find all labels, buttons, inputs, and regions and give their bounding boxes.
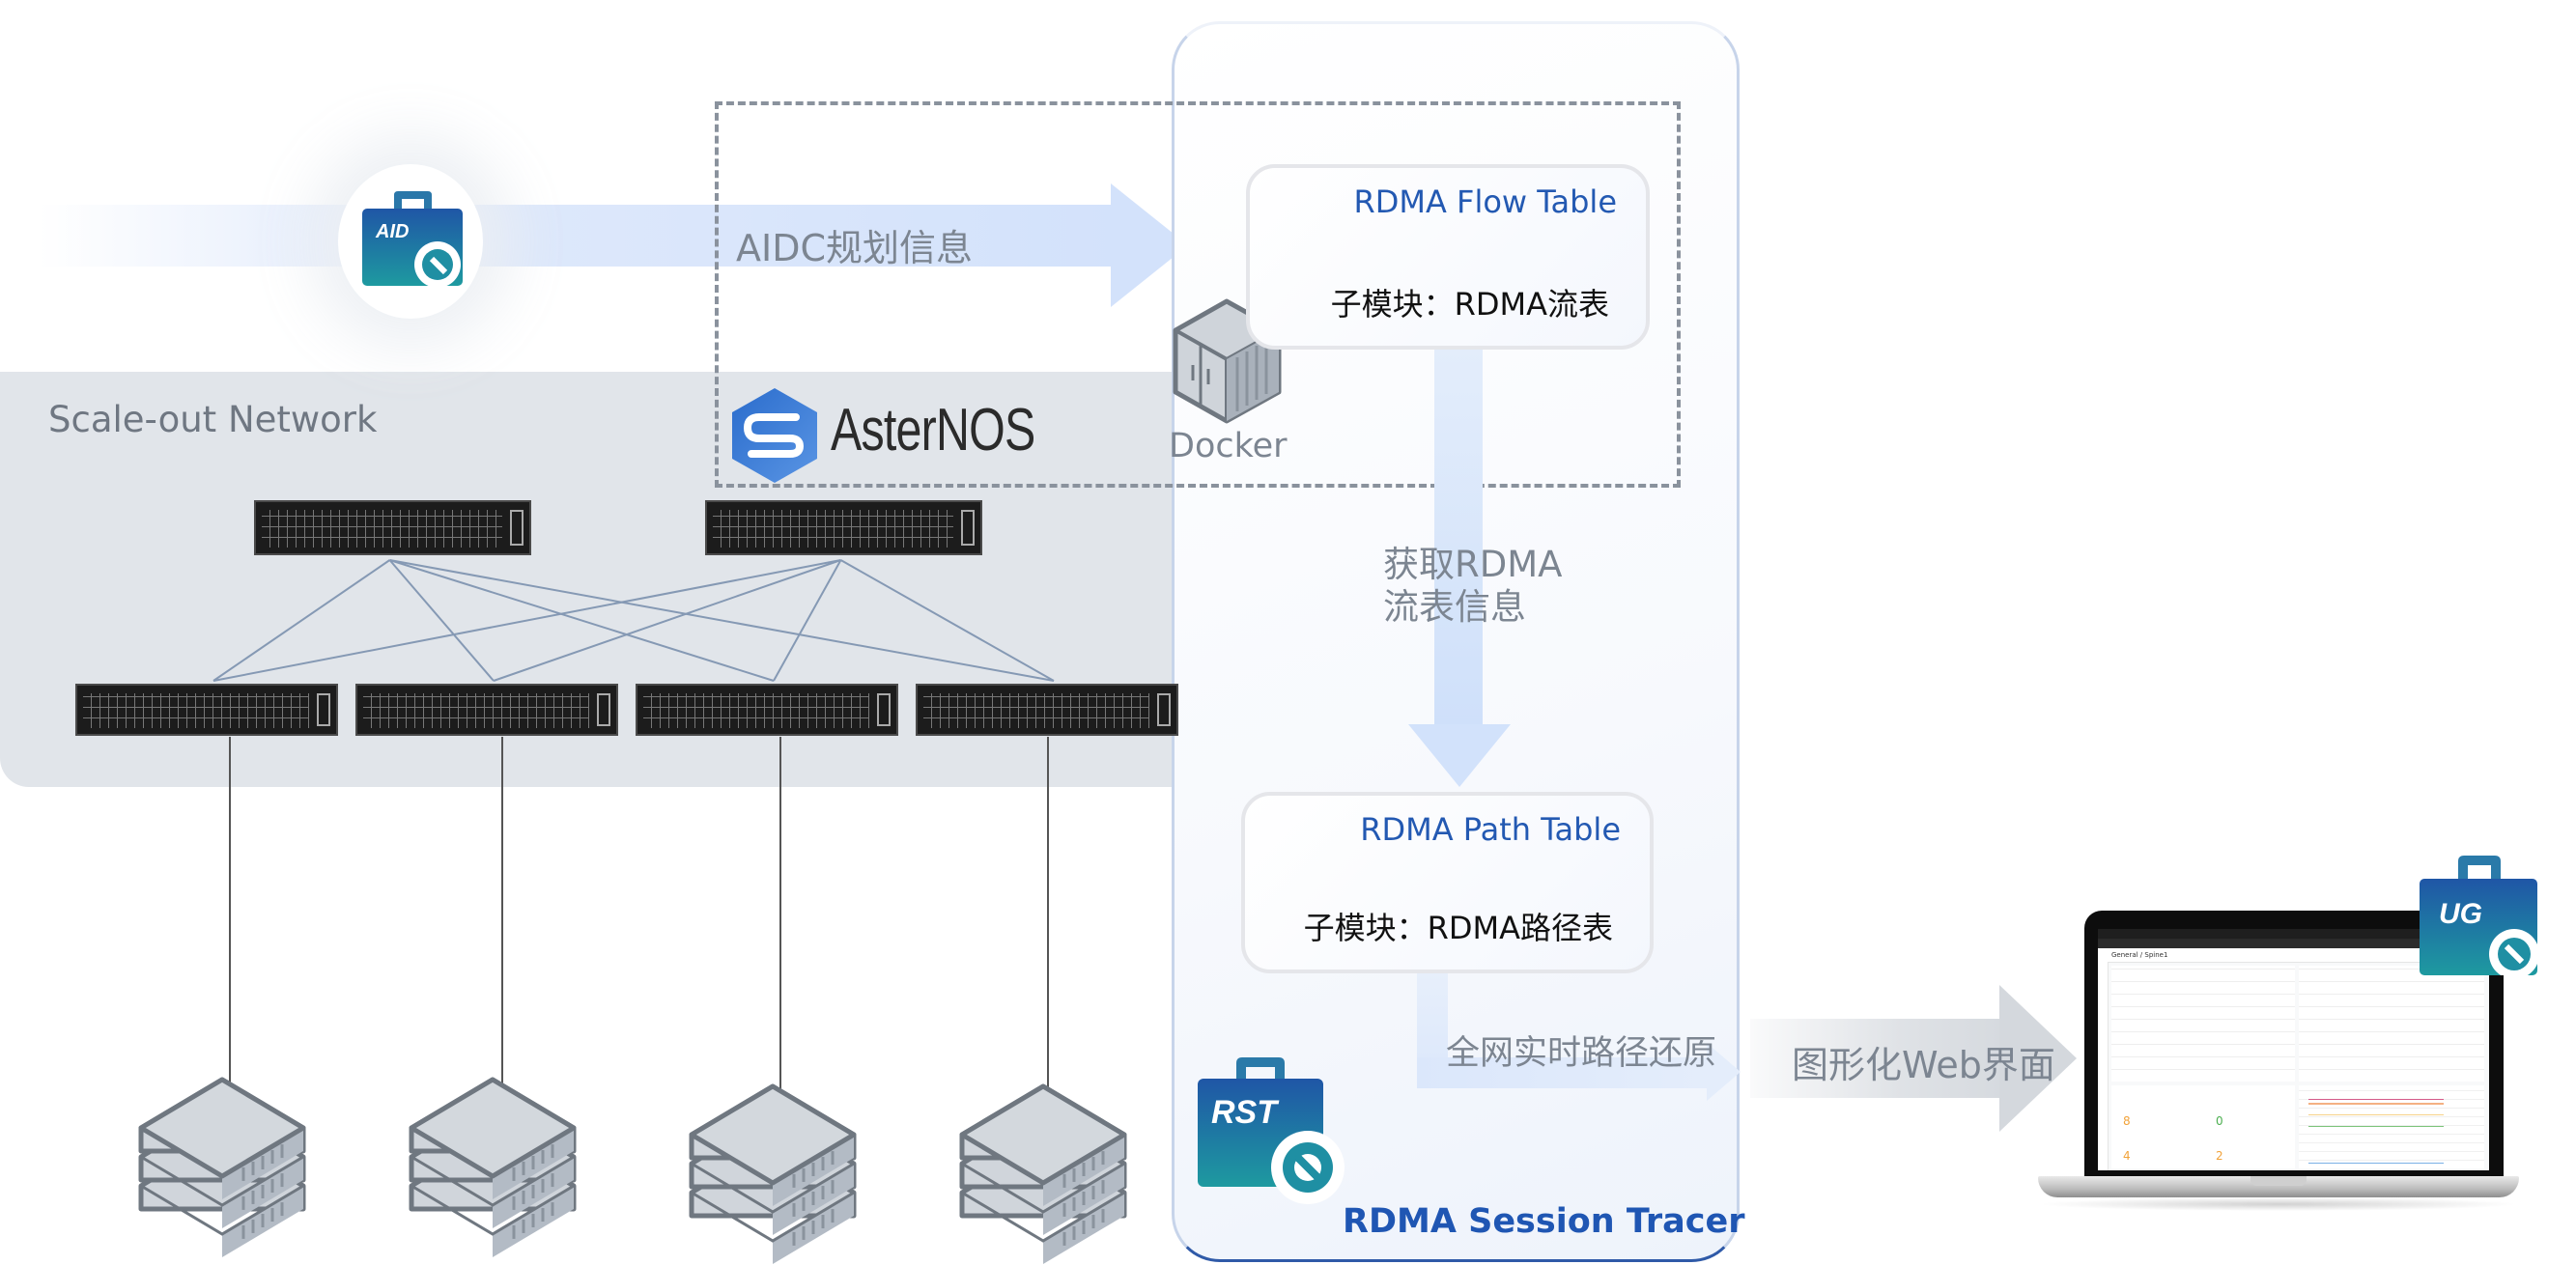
web-ui-arrow-head [1999,985,2077,1132]
scale-out-network-title: Scale-out Network [48,399,378,440]
port-table [2111,966,2295,1082]
leaf-switch-icon [75,684,338,736]
rdma-path-table-title: RDMA Path Table [1360,811,1621,848]
fetch-flow-arrow [1434,350,1483,724]
fetch-flow-label: 获取RDMA 流表信息 [1383,544,1596,629]
fabric-link [212,559,391,682]
asternos-logo-text: AsterNOS [831,397,1035,464]
server-stack-icon [138,1077,306,1257]
laptop-notch [2250,1176,2307,1186]
switch-ports [643,693,869,728]
fabric-link [773,559,842,682]
aid-icon-text: AID [375,221,409,242]
web-ui-arrow [1750,1019,2001,1098]
line-chart-panel [2299,1085,2484,1168]
switch-ports [923,693,1149,728]
gauge-value: 0 [2216,1114,2223,1128]
dashboard-sidebar [2098,962,2109,1170]
rdma-flow-table-box[interactable]: RDMA Flow Table 子模块：RDMA流表 [1246,164,1650,350]
path-restore-arrow-horizontal [1417,1057,1707,1088]
web-dashboard-screen[interactable]: General / Spine1 8 0 4 2 [2098,929,2489,1170]
switch-ports [83,693,309,728]
switch-management-module [597,693,610,726]
network-topology [138,559,1127,1264]
rst-toolbox-icon: RST [1198,1057,1345,1204]
rdma-path-table-subtitle: 子模块：RDMA路径表 [1303,910,1613,946]
ug-toolbox-icon: UG [2420,856,2539,975]
fabric-link [212,559,841,682]
fetch-flow-label-line1: 获取RDMA [1383,544,1563,585]
fabric-link [389,559,775,682]
web-ui-label: 图形化Web界面 [1792,1044,2055,1086]
rst-name-label: RDMA Session Tracer [1343,1202,1745,1241]
aidc-planning-arrow [39,205,1120,267]
ug-icon-text: UG [2439,898,2482,930]
path-restore-label: 全网实时路径还原 [1446,1034,1717,1073]
gauge-value: 8 [2123,1114,2131,1128]
aidc-planning-label: AIDC规划信息 [736,227,973,269]
switch-management-module [877,693,891,726]
asternos-boundary-dashed [715,101,1681,488]
rdma-flow-table-title: RDMA Flow Table [1353,183,1617,220]
rst-icon-text: RST [1211,1094,1280,1131]
module-table [2299,966,2484,1082]
switch-management-module [1157,693,1171,726]
browser-address-bar [2098,939,2489,948]
laptop-base [2038,1176,2519,1197]
leaf-switch-icon [636,684,898,736]
asternos-logo-icon [732,388,817,483]
spine-switch-icon [705,500,982,555]
spine-switch-icon [254,500,531,555]
gauge-value: 4 [2123,1149,2131,1163]
dashboard-breadcrumb: General / Spine1 [2111,951,2168,959]
switch-ports [713,510,953,548]
fabric-link [840,559,1055,682]
gauge-value: 2 [2216,1149,2223,1163]
leaf-switch-icon [916,684,1178,736]
fabric-link [389,559,1055,682]
gauge-panels: 8 0 4 2 [2111,1085,2295,1168]
rdma-path-table-box[interactable]: RDMA Path Table 子模块：RDMA路径表 [1241,792,1654,973]
server-stack-icon [689,1083,857,1264]
path-restore-arrow-head [1707,1043,1741,1101]
leaf-switch-icon [355,684,618,736]
fetch-flow-arrow-head [1408,724,1511,787]
fetch-flow-label-line2: 流表信息 [1383,586,1526,628]
server-stack-icon [409,1077,577,1257]
browser-tab-bar [2098,929,2489,939]
docker-label: Docker [1169,427,1288,465]
aid-toolbox-icon: AID [362,191,463,288]
laptop-shadow [2038,1197,2519,1211]
switch-management-module [961,510,975,546]
dashboard-header: General / Spine1 [2098,948,2489,963]
fabric-link [493,559,841,682]
switch-management-module [510,510,524,546]
rdma-flow-table-subtitle: 子模块：RDMA流表 [1330,286,1609,323]
server-stack-icon [959,1083,1127,1264]
switch-ports [262,510,502,548]
switch-management-module [317,693,330,726]
fabric-link [388,559,495,682]
switch-ports [363,693,589,728]
